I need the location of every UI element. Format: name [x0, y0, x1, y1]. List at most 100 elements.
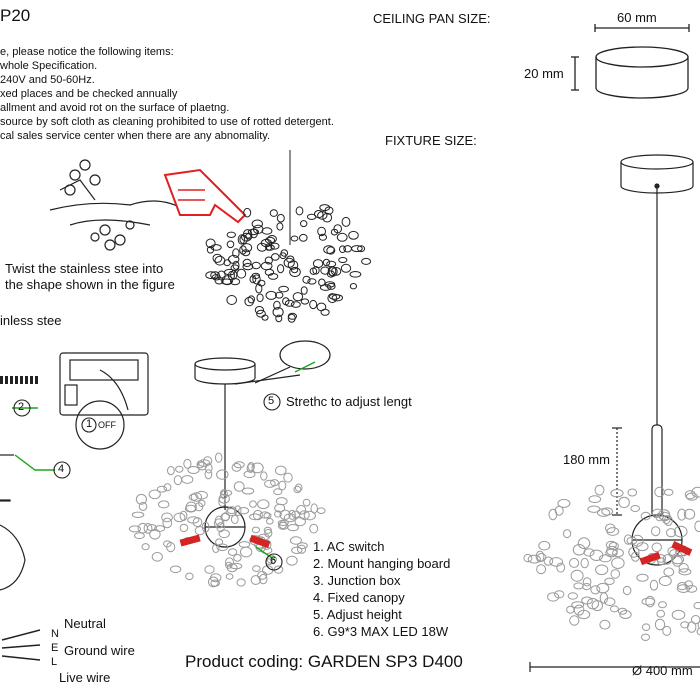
- bead: [658, 575, 672, 587]
- bead: [250, 575, 262, 585]
- bead: [271, 253, 280, 261]
- bead: [204, 565, 215, 574]
- bead: [196, 460, 205, 469]
- callout-circles: [13, 393, 283, 571]
- bead: [641, 633, 650, 641]
- bead: [251, 526, 260, 534]
- bead: [641, 623, 651, 632]
- bead: [349, 271, 362, 278]
- bead: [654, 618, 666, 631]
- stretch-label: Strethc to adjust lengt: [286, 394, 412, 409]
- bead: [302, 275, 311, 284]
- bead: [216, 543, 229, 552]
- bead: [237, 234, 246, 245]
- bead: [330, 228, 339, 236]
- bead: [275, 291, 284, 299]
- bead: [264, 268, 275, 276]
- bead: [333, 224, 343, 234]
- bead: [276, 213, 285, 223]
- bead: [270, 242, 280, 250]
- ceiling-pan-drawing: [571, 24, 690, 99]
- bead: [220, 512, 231, 521]
- bead: [322, 258, 331, 267]
- notice-list: e, please notice the following items: wh…: [0, 45, 334, 143]
- bead: [291, 546, 303, 554]
- bead: [300, 220, 308, 228]
- notice-line: 240V and 50-60Hz.: [0, 74, 95, 86]
- bead: [636, 542, 649, 552]
- bead: [161, 512, 173, 523]
- callout-6: 6: [270, 555, 277, 567]
- bead: [156, 485, 168, 493]
- notice-line: allment and avoid rot on the surface of …: [0, 102, 230, 114]
- bead: [657, 557, 666, 566]
- bead: [619, 610, 632, 619]
- bead: [536, 564, 547, 575]
- bead: [317, 226, 327, 237]
- bead: [226, 295, 237, 305]
- ceiling-pan-heading: CEILING PAN SIZE:: [373, 11, 491, 26]
- bead: [256, 309, 266, 318]
- bead: [274, 510, 282, 518]
- bead: [292, 292, 304, 302]
- bead: [636, 573, 649, 582]
- bead: [228, 254, 240, 264]
- top-bead-cluster: [205, 204, 372, 323]
- bead: [318, 278, 326, 287]
- off-label: OFF: [98, 420, 116, 430]
- bead: [226, 240, 235, 249]
- bead: [286, 555, 298, 566]
- bead: [280, 249, 289, 257]
- bead: [221, 278, 233, 285]
- bead: [323, 245, 335, 255]
- bead: [618, 496, 630, 509]
- bead: [173, 512, 186, 523]
- bead: [272, 307, 284, 318]
- bead: [210, 579, 220, 587]
- bead: [141, 543, 150, 551]
- bead: [151, 552, 163, 562]
- bead: [543, 556, 554, 566]
- bead: [264, 479, 276, 488]
- bead: [179, 510, 188, 522]
- bead: [343, 245, 352, 253]
- bead: [163, 483, 172, 492]
- bead: [651, 526, 661, 537]
- bead: [175, 465, 184, 473]
- bead: [128, 525, 141, 533]
- bead: [173, 475, 183, 486]
- bead: [143, 523, 153, 534]
- bead: [649, 579, 659, 591]
- bead: [264, 256, 273, 265]
- bead: [338, 257, 348, 263]
- bead: [264, 243, 273, 251]
- bead: [261, 314, 269, 321]
- bead: [696, 627, 700, 636]
- bead: [339, 245, 346, 253]
- bead: [580, 557, 589, 569]
- bead: [569, 557, 580, 568]
- bead: [138, 501, 148, 511]
- bead: [523, 553, 533, 563]
- bead: [290, 301, 301, 308]
- notice-line: xed places and be checked annually: [0, 88, 178, 100]
- bead: [290, 235, 299, 242]
- bead: [135, 493, 147, 505]
- bead: [219, 489, 228, 500]
- bead: [693, 601, 700, 610]
- bead: [662, 625, 672, 636]
- bead: [572, 544, 586, 556]
- bead: [231, 463, 242, 472]
- middle-bead-cluster: [128, 452, 326, 588]
- bead: [278, 480, 287, 491]
- bead: [547, 592, 560, 602]
- parts-legend: 1. AC switch 2. Mount hanging board 3. J…: [313, 538, 450, 640]
- bead: [582, 583, 592, 591]
- bead: [282, 297, 290, 306]
- bead: [183, 458, 192, 469]
- bead: [212, 253, 223, 263]
- bead: [273, 300, 281, 310]
- bead: [582, 577, 592, 587]
- bead: [181, 475, 194, 484]
- pan-height-label: 20 mm: [524, 66, 564, 81]
